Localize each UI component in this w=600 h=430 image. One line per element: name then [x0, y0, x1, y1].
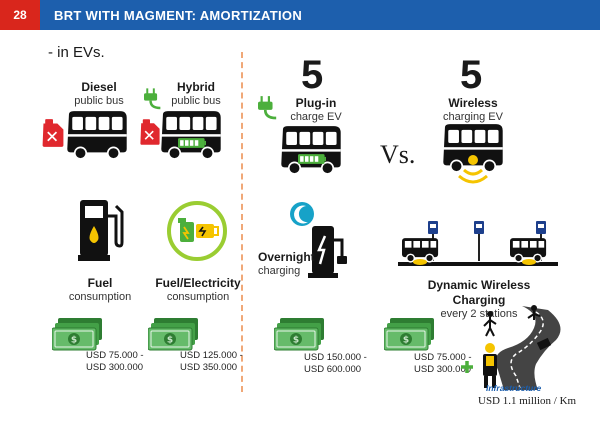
hybrid-price: USD 125.000 -USD 350.000 — [180, 350, 243, 374]
wireless-price: USD 75.000 -USD 300.000 — [414, 352, 472, 376]
infrastructure-road-icon — [483, 305, 561, 390]
infrastructure-price: USD 1.1 million / Km — [478, 395, 577, 407]
hybrid-bus-icon — [158, 110, 224, 160]
cash-icon — [384, 318, 434, 352]
plug-icon — [144, 88, 162, 110]
diesel-bus-icon — [64, 110, 130, 160]
fuel-electricity-icon — [167, 201, 227, 261]
dynamic-label: Dynamic Wireless Charging every 2 statio… — [427, 278, 531, 320]
cash-icon — [52, 318, 102, 352]
wireless-label: Wireless charging EV — [443, 96, 503, 123]
wireless-charge-icon — [458, 155, 488, 184]
fuel-electricity-label: Fuel/Electricity consumption — [155, 276, 241, 303]
hybrid-label: Hybrid public bus — [171, 80, 221, 107]
slide-number: 28 — [0, 0, 40, 30]
diesel-label: Diesel public bus — [74, 80, 124, 107]
fuel-pump-icon — [78, 200, 124, 261]
versus-label: Vs. — [380, 140, 416, 169]
cash-icon — [274, 318, 324, 352]
battery-icon — [298, 154, 326, 164]
slide-header: 28 BRT WITH MAGMENT: AMORTIZATION — [0, 0, 600, 30]
dynamic-road-icon — [398, 221, 558, 266]
plugin-price: USD 150.000 -USD 600.000 — [304, 352, 367, 376]
overnight-label: Overnight charging — [258, 250, 315, 277]
plugin-bus-icon — [278, 124, 344, 176]
diesel-price: USD 75.000 -USD 300.000 — [86, 350, 144, 374]
plug-icon — [258, 96, 278, 120]
jerrycan-icon — [40, 118, 66, 148]
overnight-charger-icon — [290, 202, 347, 278]
section-divider — [241, 52, 243, 392]
plugin-count: 5 — [301, 53, 324, 97]
battery-icon — [178, 138, 206, 148]
cash-icon — [148, 318, 198, 352]
subtitle: - in EVs. — [48, 44, 105, 61]
fuel-label: Fuel consumption — [68, 276, 132, 303]
plus-icon — [461, 361, 473, 373]
infrastructure-label: Infrastructure — [486, 383, 542, 393]
wireless-count: 5 — [460, 53, 483, 97]
plugin-label: Plug-in charge EV — [290, 96, 342, 123]
slide-title: BRT WITH MAGMENT: AMORTIZATION — [54, 7, 303, 23]
